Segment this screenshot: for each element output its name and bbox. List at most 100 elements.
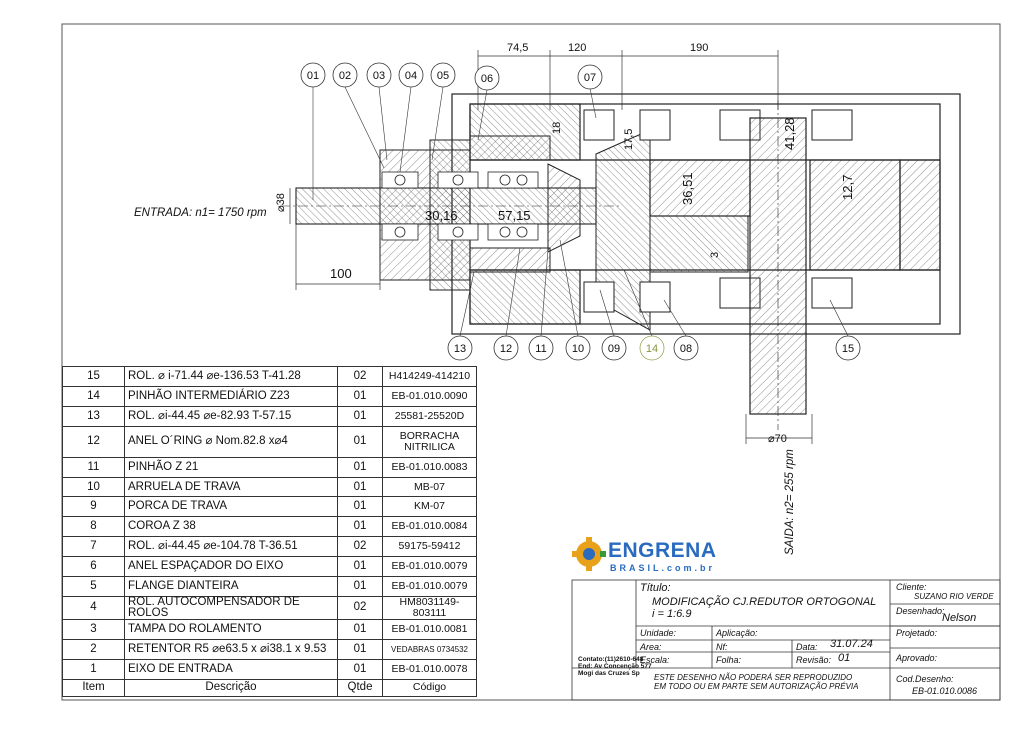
dim-120: 120 — [568, 42, 586, 54]
dim-17-5: 17,5 — [623, 129, 635, 150]
bom-code: EB-01.010.0084 — [382, 516, 477, 538]
bom-code: VEDABRAS 0734532 — [382, 638, 477, 660]
contact-line-1: Contato:(11)2610-648 — [578, 656, 644, 663]
input-speed-label: ENTRADA: n1= 1750 rpm — [134, 207, 267, 219]
dim-18: 18 — [551, 122, 563, 134]
bom-description: RETENTOR R5 ⌀e63.5 x ⌀i38.1 x 9.53 — [124, 638, 338, 660]
cod-label: Cod.Desenho: — [896, 674, 954, 684]
bom-quantity: 01 — [337, 658, 383, 680]
bom-description: PINHÃO Z 21 — [124, 456, 338, 478]
dim-57-15: 57,15 — [498, 208, 531, 223]
balloon-label-11: 11 — [535, 343, 546, 355]
bom-code: MB-07 — [382, 476, 477, 498]
bom-item: 11 — [62, 456, 125, 478]
notice-line-2: EM TODO OU EM PARTE SEM AUTORIZAÇÃO PRÉV… — [654, 682, 859, 691]
dim-190: 190 — [690, 42, 708, 54]
dim-100: 100 — [330, 266, 352, 281]
titulo-line-2: i = 1:6.9 — [652, 608, 692, 620]
bom-quantity: 01 — [337, 556, 383, 578]
bom-item: 12 — [62, 425, 125, 458]
bom-quantity: 02 — [337, 595, 383, 620]
bom-item: 2 — [62, 638, 125, 660]
revisao-label: Revisão: — [796, 655, 832, 665]
balloon-02 — [332, 62, 358, 88]
bom-code: EB-01.010.0078 — [382, 658, 477, 680]
balloon-10 — [565, 335, 591, 361]
dim-phi70: ⌀70 — [768, 433, 787, 445]
bom-description: ROL. ⌀i-44.45 ⌀e-82.93 T-57.15 — [124, 405, 338, 427]
balloon-label-15: 15 — [842, 343, 854, 355]
bom-quantity: 01 — [337, 425, 383, 458]
bom-description: ARRUELA DE TRAVA — [124, 476, 338, 498]
escala-label: Escala: — [640, 655, 670, 665]
aplicacao-label: Aplicação: — [716, 628, 758, 638]
dimension-lines — [289, 50, 813, 444]
bom-header-code: Código — [382, 678, 477, 697]
balloon-03 — [366, 62, 392, 88]
bom-quantity: 01 — [337, 576, 383, 597]
data-value: 31.07.24 — [830, 638, 873, 650]
bom-code: H414249-414210 — [382, 366, 477, 387]
balloon-label-08: 08 — [680, 343, 692, 355]
bom-description: EIXO DE ENTRADA — [124, 658, 338, 680]
bom-header-quantity: Qtde — [337, 678, 383, 697]
leader-lines — [312, 86, 849, 337]
nf-label: Nf: — [716, 642, 728, 652]
balloon-label-02: 02 — [339, 70, 351, 82]
bom-quantity: 01 — [337, 405, 383, 427]
cliente-value: SUZANO RIO VERDE — [914, 592, 994, 601]
contact-line-3: Mogi das Cruzes Sp — [578, 670, 640, 677]
bom-header-item: Item — [62, 678, 125, 697]
contact-line-2: End: Av Concenção 577 — [578, 663, 652, 670]
bom-item: 14 — [62, 385, 125, 407]
bom-item: 6 — [62, 556, 125, 578]
item-balloons-bottom: 13 12 11 10 09 14 08 15 — [447, 335, 861, 361]
balloon-05 — [430, 62, 456, 88]
bom-quantity: 01 — [337, 638, 383, 660]
balloon-label-06: 06 — [481, 73, 493, 85]
bom-description: PINHÃO INTERMEDIÁRIO Z23 — [124, 385, 338, 407]
balloon-01 — [300, 62, 326, 88]
bom-item: 15 — [62, 366, 125, 387]
output-speed-label: SAIDA: n2= 255 rpm — [784, 449, 796, 555]
cod-value: EB-01.010.0086 — [912, 686, 978, 696]
bom-quantity: 01 — [337, 516, 383, 538]
bom-item: 9 — [62, 496, 125, 518]
bom-item: 5 — [62, 576, 125, 597]
balloon-label-04: 04 — [405, 70, 417, 82]
balloon-11 — [528, 335, 554, 361]
bom-description: ANEL ESPAÇADOR DO EIXO — [124, 556, 338, 578]
engrena-brasil-logo: ENGRENA BRASIL.com.br — [568, 537, 716, 577]
balloon-label-10: 10 — [572, 343, 584, 355]
bom-code: HM8031149-803111 — [382, 595, 477, 620]
bom-item: 1 — [62, 658, 125, 680]
balloon-04 — [398, 62, 424, 88]
bom-description: ANEL O´RING ⌀ Nom.82.8 x⌀4 — [124, 425, 338, 458]
bom-code: 25581-25520D — [382, 405, 477, 427]
output-shaft — [749, 100, 807, 430]
dim-74-5: 74,5 — [507, 42, 528, 54]
bom-item: 7 — [62, 536, 125, 558]
balloon-label-05: 05 — [437, 70, 449, 82]
input-shaft — [280, 187, 620, 225]
balloon-label-14: 14 — [646, 343, 658, 355]
bom-code: EB-01.010.0083 — [382, 456, 477, 478]
title-block-frame — [571, 579, 1001, 701]
balloon-06 — [474, 65, 500, 91]
crown-gear — [649, 109, 853, 309]
balloon-label-01: 01 — [307, 70, 319, 82]
bom-item: 10 — [62, 476, 125, 498]
